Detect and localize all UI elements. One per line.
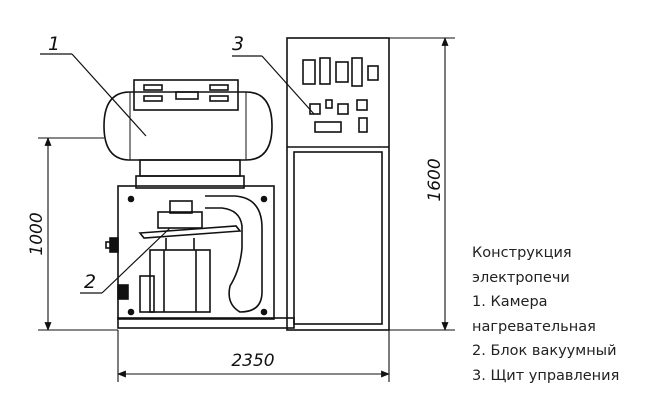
legend-item: нагревательная	[472, 318, 596, 335]
valve-icon	[117, 284, 129, 300]
vacuum-block	[105, 185, 275, 320]
dimension-height-right	[389, 37, 455, 331]
legend-item: 3. Щит управления	[472, 367, 620, 384]
callout-2: 2	[84, 271, 96, 293]
legend-item: 1. Камера	[472, 294, 548, 310]
legend-title-line: Конструкция	[472, 245, 572, 261]
dimension-height-left	[38, 137, 118, 331]
chamber-control-box	[133, 79, 239, 111]
dimension-width-bottom	[117, 330, 390, 382]
legend: Конструкция электропечи 1. Камера нагрев…	[472, 241, 662, 388]
callout-1: 1	[48, 33, 60, 55]
pump-column	[149, 249, 211, 313]
valve-icon	[109, 237, 119, 253]
control-panel	[286, 37, 390, 331]
legend-item: 2. Блок вакуумный	[472, 343, 617, 359]
pump-head	[138, 225, 242, 239]
heating-chamber	[103, 79, 273, 189]
dim-label-1600: 1600	[425, 158, 445, 201]
dim-label-1000: 1000	[27, 212, 47, 255]
legend-title-line: электропечи	[472, 269, 570, 286]
dim-label-2350: 2350	[231, 351, 274, 371]
callout-3: 3	[232, 33, 244, 55]
